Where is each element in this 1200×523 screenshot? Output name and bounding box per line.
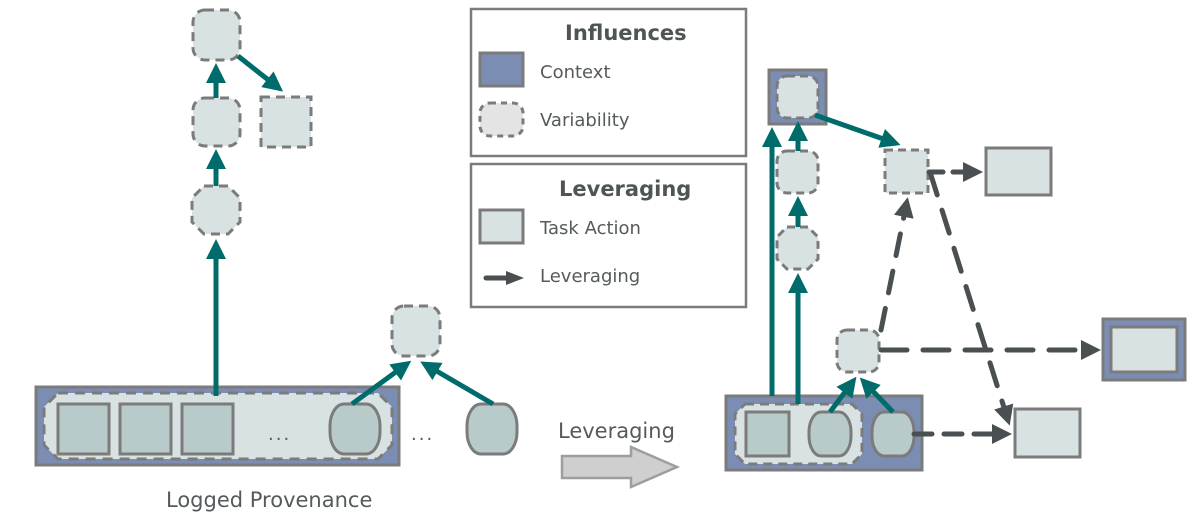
- legend-variability-label: Variability: [540, 110, 630, 131]
- legend-context-label: Context: [540, 62, 611, 83]
- ellipsis-inside: ...: [268, 424, 291, 445]
- logged-provenance-caption: Logged Provenance: [166, 488, 372, 512]
- leveraging-arrow: [927, 169, 1014, 426]
- provenance-arrow: [236, 54, 284, 92]
- rounded-action-node[interactable]: [328, 402, 382, 456]
- rounded-action-node[interactable]: [465, 402, 519, 456]
- legend-leveraging-label: Leveraging: [540, 266, 640, 287]
- variability-node[interactable]: [390, 304, 442, 358]
- task-action-node[interactable]: [744, 410, 791, 458]
- rounded-action-node[interactable]: [870, 410, 916, 458]
- variability-node[interactable]: [775, 74, 820, 120]
- variability-node[interactable]: [259, 95, 313, 149]
- variability-swatch-icon: [478, 101, 525, 138]
- logged-provenance-group: ... ... Logged Provenance: [34, 8, 519, 512]
- variability-node[interactable]: [190, 184, 242, 236]
- transition-label: Leveraging: [558, 419, 675, 443]
- ellipsis-outside: ...: [411, 424, 434, 445]
- leveraging-arrow: [878, 197, 914, 333]
- variability-node[interactable]: [775, 225, 820, 271]
- provenance-arrow: [828, 376, 857, 414]
- variability-node[interactable]: [191, 96, 242, 148]
- variability-node[interactable]: [883, 148, 930, 195]
- provenance-arrow: [814, 112, 901, 148]
- transition-arrow-group: Leveraging: [558, 419, 681, 489]
- legend-task-action-label: Task Action: [539, 218, 641, 239]
- task-action-swatch-icon: [478, 208, 525, 245]
- leveraging-arrow-icon: [483, 271, 524, 285]
- task-action-node[interactable]: [1013, 407, 1082, 459]
- legend-influences-title: Influences: [565, 21, 687, 45]
- provenance-arrow: [420, 361, 495, 407]
- big-right-arrow-icon: [560, 445, 681, 489]
- task-action-node[interactable]: [180, 402, 235, 456]
- task-action-node[interactable]: [984, 146, 1053, 197]
- task-action-node[interactable]: [118, 402, 173, 456]
- leveraged-provenance-group: [724, 68, 1187, 472]
- provenance-arrow: [350, 360, 412, 407]
- task-action-node[interactable]: [1109, 325, 1179, 374]
- variability-node[interactable]: [191, 8, 242, 62]
- legend-influences: Influences Context Variability: [469, 7, 748, 158]
- task-action-node[interactable]: [56, 402, 111, 456]
- provenance-arrow: [859, 377, 895, 414]
- legend-leveraging-title: Leveraging: [559, 177, 691, 201]
- variability-node[interactable]: [775, 149, 820, 195]
- context-swatch-icon: [478, 51, 525, 88]
- rounded-action-node[interactable]: [807, 410, 853, 458]
- variability-node[interactable]: [835, 328, 881, 374]
- legend-leveraging: Leveraging Task Action Leveraging: [469, 162, 748, 309]
